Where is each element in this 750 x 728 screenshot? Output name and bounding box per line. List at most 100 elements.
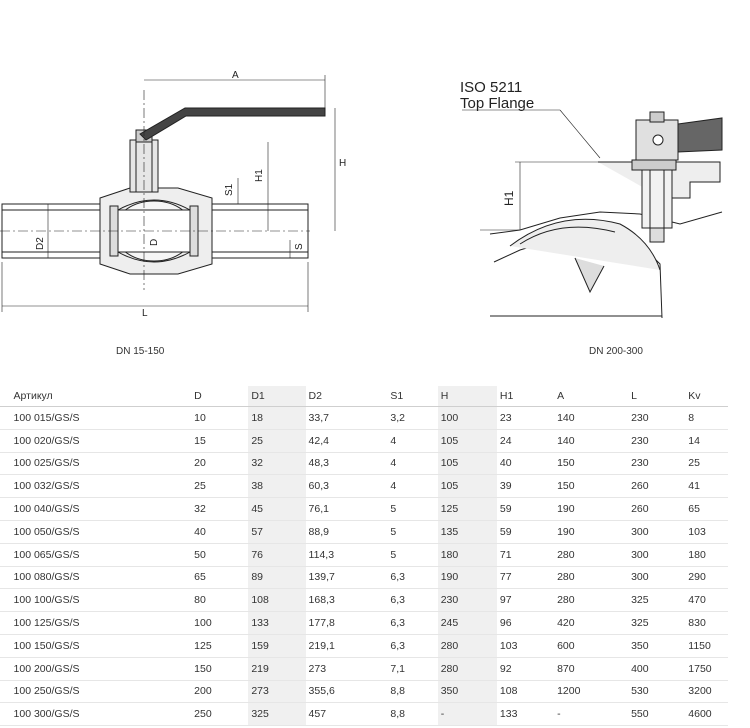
table-cell: 76,1 [305, 497, 388, 521]
table-cell: 135 [437, 520, 497, 544]
table-cell: 108 [248, 588, 306, 613]
table-cell: 20 [191, 452, 249, 476]
column-header: Kv [685, 386, 728, 407]
table-cell: 65 [191, 566, 249, 590]
column-header: D1 [248, 386, 306, 407]
table-cell: 280 [437, 634, 497, 658]
caption-dn15-150: DN 15-150 [116, 346, 165, 357]
table-cell: 14 [685, 429, 728, 453]
table-cell: 114,3 [305, 543, 388, 567]
table-cell: 100 040/GS/S [10, 497, 192, 521]
table-cell: - [437, 702, 497, 727]
table-cell: 71 [496, 543, 555, 567]
dim-label-d2: D2 [35, 237, 46, 250]
table-cell: 48,3 [305, 452, 388, 476]
table-cell: 150 [554, 474, 629, 499]
column-header: H1 [496, 386, 555, 407]
table-cell: 5 [387, 543, 438, 567]
dim-label-a: A [232, 70, 239, 81]
table-cell: 59 [496, 520, 555, 544]
table-cell: 250 [191, 702, 249, 727]
table-cell: 325 [628, 611, 686, 635]
table-cell: 100 065/GS/S [10, 543, 192, 567]
table-cell: 273 [248, 680, 306, 704]
table-cell: 325 [628, 588, 686, 613]
table-header-row: NАртикулDD1D2S1HH1ALKv [0, 386, 728, 407]
table-cell: 76 [248, 543, 306, 567]
table-cell: 0 [0, 634, 11, 658]
table-cell: 273 [305, 657, 388, 681]
table-cell: 8,8 [387, 702, 438, 727]
table-cell: 140 [554, 429, 629, 453]
table-cell: 89 [248, 566, 306, 590]
table-cell: 100 015/GS/S [10, 406, 192, 430]
table-cell: 105 [437, 429, 497, 453]
table-cell: 38 [248, 474, 306, 499]
table-cell: 100 080/GS/S [10, 566, 192, 590]
table-cell: - [554, 702, 629, 727]
table-cell: 15 [191, 429, 249, 453]
table-cell: 105 [437, 452, 497, 476]
table-cell: 230 [628, 452, 686, 476]
table-cell: 88,9 [305, 520, 388, 544]
table-cell: 355,6 [305, 680, 388, 704]
table-cell: 457 [305, 702, 388, 727]
table-cell: 325 [248, 702, 306, 727]
spec-table: NАртикулDD1D2S1HH1ALKv 5 100 015/GS/S10 18… [0, 386, 728, 727]
table-cell: 177,8 [305, 611, 388, 635]
table-cell: 350 [437, 680, 497, 704]
table-cell: 24 [496, 429, 555, 453]
table-cell: 108 [496, 680, 555, 704]
table-cell: 23 [496, 406, 555, 430]
table-cell: 280 [554, 588, 629, 613]
table-cell: 530 [628, 680, 686, 704]
table-cell: 4 [387, 452, 438, 476]
table-cell: 400 [628, 657, 686, 681]
table-cell: 10 [191, 406, 249, 430]
table-cell: 300 [628, 543, 686, 567]
table-cell: 190 [437, 566, 497, 590]
table-cell: 133 [496, 702, 555, 727]
table-cell: 57 [248, 520, 306, 544]
table-cell: 77 [496, 566, 555, 590]
table-cell: 32 [248, 452, 306, 476]
table-cell: 45 [248, 497, 306, 521]
table-cell: 5 [0, 611, 11, 635]
table-cell: 32 [191, 497, 249, 521]
table-cell: 25 [191, 474, 249, 499]
valve-drawing-dn15-150 [0, 75, 336, 312]
table-cell: 100 300/GS/S [10, 702, 192, 727]
table-cell: 245 [437, 611, 497, 635]
table-cell: 125 [191, 634, 249, 658]
table-cell: 41 [685, 474, 728, 499]
table-cell: 230 [437, 588, 497, 613]
technical-drawing: A H H1 S1 D2 D S L ISO 5211 Top Flange H… [0, 70, 723, 319]
column-header: D2 [305, 386, 388, 407]
table-cell: 100 025/GS/S [10, 452, 192, 476]
table-cell: 100 050/GS/S [10, 520, 192, 544]
table-cell: 150 [191, 657, 249, 681]
table-cell: 0 [0, 680, 11, 704]
table-cell: 300 [628, 520, 686, 544]
table-cell: 100 [191, 611, 249, 635]
table-cell: 350 [628, 634, 686, 658]
table-cell: 2 [0, 474, 11, 499]
table-cell: 3200 [685, 680, 728, 704]
table-cell: 6,3 [387, 588, 438, 613]
table-cell: 260 [628, 474, 686, 499]
table-cell: 97 [496, 588, 555, 613]
table-cell: 1150 [685, 634, 728, 658]
table-cell: 280 [437, 657, 497, 681]
top-flange-label: Top Flange [460, 95, 534, 112]
table-cell: 0 [0, 429, 11, 453]
table-cell: 180 [437, 543, 497, 567]
